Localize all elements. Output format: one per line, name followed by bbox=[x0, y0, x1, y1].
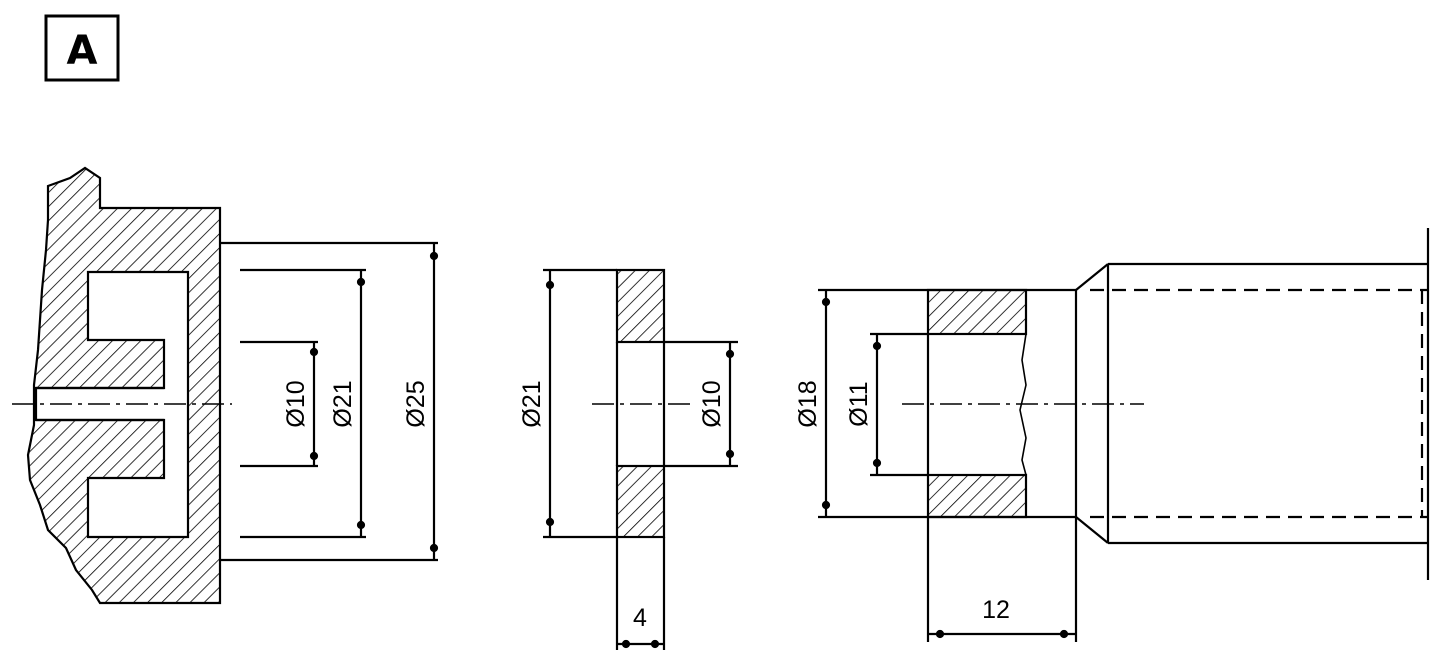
housing-view bbox=[12, 166, 439, 605]
figure-label: A bbox=[67, 28, 98, 74]
shaft-upper-hatch bbox=[926, 288, 1028, 336]
washer-dim-thickness: 4 bbox=[633, 604, 647, 632]
washer-view bbox=[543, 268, 738, 650]
housing-section-hatch bbox=[26, 166, 222, 605]
housing-dim-bore-mid: Ø21 bbox=[329, 380, 357, 427]
shaft-lower-hatch bbox=[926, 473, 1028, 519]
washer-lower-hatch bbox=[615, 464, 666, 539]
shaft-dim-outer: Ø18 bbox=[794, 380, 822, 427]
washer-dim-inner: Ø10 bbox=[698, 380, 726, 427]
shaft-view bbox=[818, 228, 1430, 642]
housing-dim-bore-small: Ø10 bbox=[282, 380, 310, 427]
shaft-dim-length: 12 bbox=[982, 596, 1010, 624]
washer-dim-outer: Ø21 bbox=[518, 380, 546, 427]
housing-dim-bore-outer: Ø25 bbox=[402, 380, 430, 427]
figure-label-box: A bbox=[44, 14, 120, 82]
shaft-dim-inner: Ø11 bbox=[845, 381, 873, 426]
washer-upper-hatch bbox=[615, 268, 666, 344]
